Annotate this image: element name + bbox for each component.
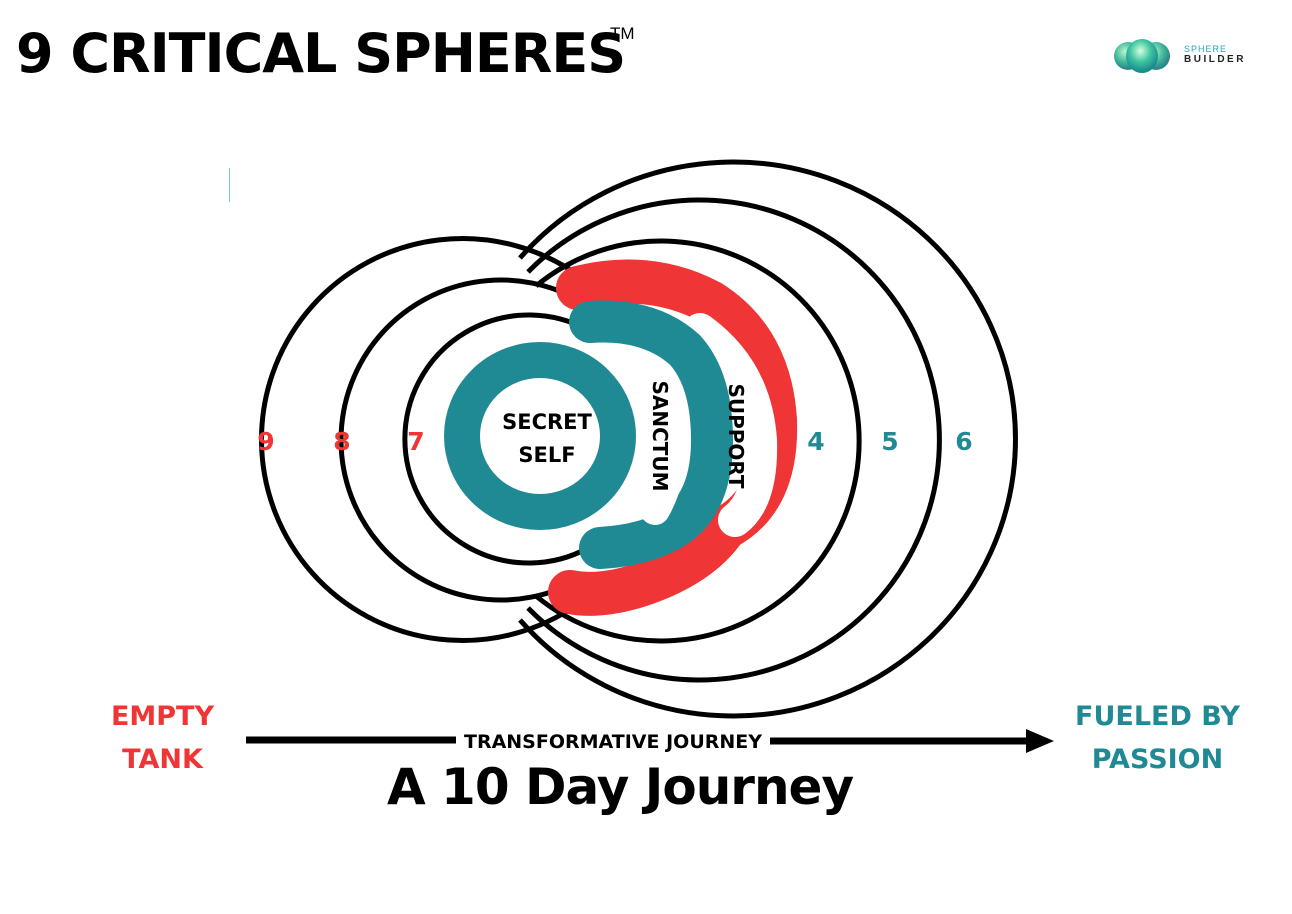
left-rings [259,236,590,643]
sanctum-band [569,300,733,569]
sphere-number-6: 6 [955,427,972,456]
sphere-number-5: 5 [881,427,898,456]
text-cursor-mark [229,168,230,202]
fueled-line2: PASSION [1091,744,1224,775]
ring-8 [338,277,584,603]
core-label-line1: SECRET [502,410,592,434]
sphere-builder-logo: SPHERE BUILDER [1112,34,1262,78]
sphere-number-7: 7 [407,427,424,456]
logo-spheres-icon [1114,39,1170,73]
page-title: 9 CRITICAL SPHERES [16,22,626,85]
sanctum-label: SANCTUM [648,380,672,491]
empty-tank-label: EMPTY TANK [90,695,235,781]
right-rings [518,159,1018,719]
logo-text-builder: BUILDER [1184,54,1246,65]
journey-subtitle: A 10 Day Journey [386,758,854,816]
secret-self-ring [444,342,636,530]
ring-6 [518,159,1018,719]
sphere-number-8: 8 [333,427,350,456]
sphere-number-4: 4 [807,427,824,456]
empty-tank-line2: TANK [122,744,203,775]
ring-4 [534,238,862,644]
ring-7 [402,312,590,566]
sanctum-band-inner [635,355,688,525]
core-label-line2: SELF [518,443,575,467]
fueled-line1: FUELED BY [1075,701,1240,732]
ring-9 [259,236,580,643]
empty-tank-line1: EMPTY [110,701,215,732]
secret-self-core [493,392,597,480]
ring-5 [526,197,942,683]
trademark-mark: TM [610,24,635,43]
fueled-by-passion-label: FUELED BY PASSION [1060,695,1255,781]
support-band-inner [683,313,778,537]
journey-arrow-label: TRANSFORMATIVE JOURNEY [464,731,762,753]
support-label: SUPPORT [724,383,748,488]
logo-text-sphere: SPHERE [1184,44,1228,54]
arrow-head-icon [1026,729,1054,753]
sphere-number-9: 9 [257,427,274,456]
